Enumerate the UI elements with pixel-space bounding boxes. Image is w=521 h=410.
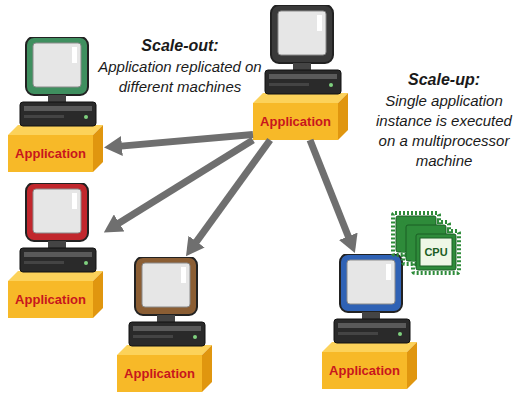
annotation-text: Scale-out: [97,36,263,56]
green-computer [8,37,103,172]
computer-node: Application [253,5,348,140]
black-computer [253,5,348,140]
arrow-connector [118,140,253,223]
brown-computer [117,257,212,392]
computer-node: Application [322,254,417,389]
annotation-text: Application replicated on different mach… [97,57,263,97]
computer-node: Application [8,37,103,172]
cpu-chip [416,234,456,270]
annotation-text: Single application instance is executed … [368,91,520,171]
application-label: Application [322,352,407,389]
annotation-text: Scale-up: [368,70,520,90]
application-label: Application [117,355,202,392]
application-label: Application [8,281,93,318]
application-label: Application [8,135,93,172]
computer-node: Application [8,183,103,318]
red-computer [8,183,103,318]
chip-face [420,238,452,266]
arrow-connector [196,140,270,242]
application-label: Application [253,103,338,140]
chip-pins [413,231,459,273]
chip-label: CPU [420,238,452,266]
arrow-connector [310,140,349,237]
cpu-chips [393,213,459,273]
blue-computer [322,254,417,389]
arrow-connector [121,135,253,147]
computer-node: Application [117,257,212,392]
